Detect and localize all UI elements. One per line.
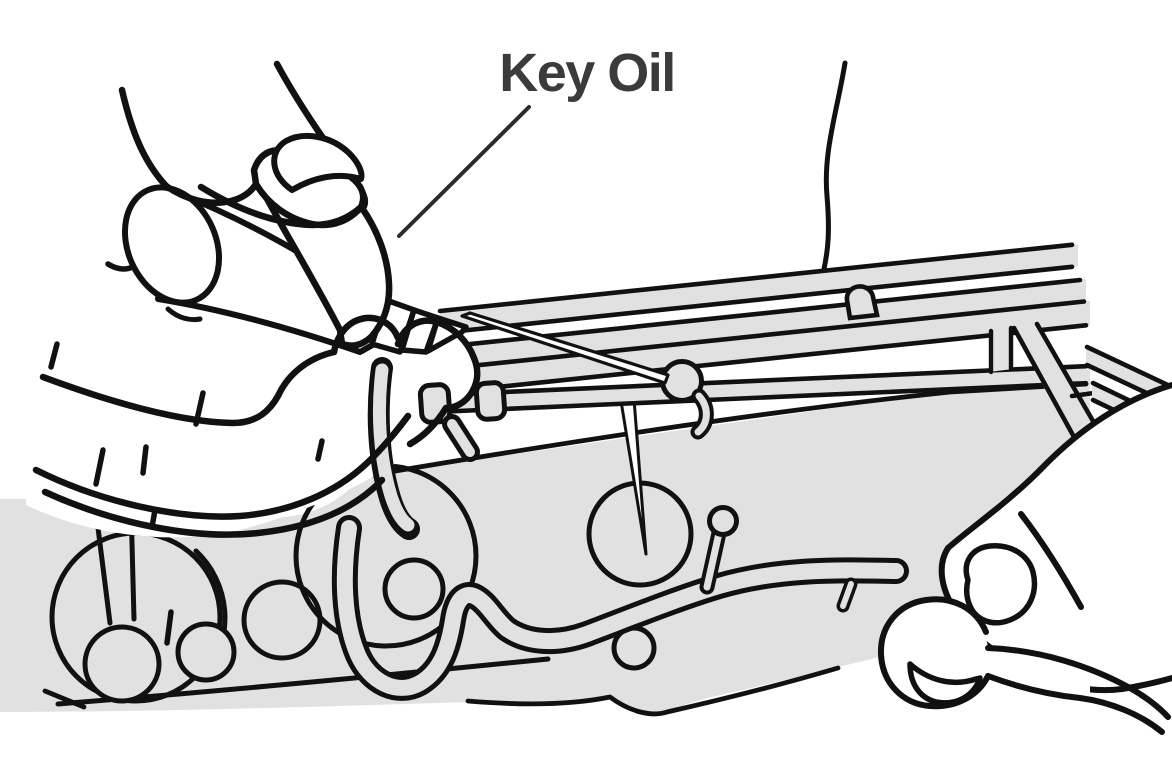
fingernail bbox=[271, 132, 365, 193]
rod-edge bbox=[437, 242, 1075, 314]
rod-dome-post bbox=[844, 284, 880, 321]
finger-separation bbox=[1018, 511, 1084, 610]
holding-hand bbox=[32, 60, 481, 646]
bottle-base bbox=[121, 184, 223, 306]
background-wrist-line bbox=[821, 60, 848, 272]
bottle-base-tick bbox=[165, 306, 203, 323]
key-oil-label: Key Oil bbox=[499, 43, 675, 103]
rod-edge bbox=[437, 264, 1075, 336]
rod-fill bbox=[385, 279, 1086, 375]
lower-finger-edge bbox=[985, 673, 1165, 735]
pearl-button bbox=[82, 624, 162, 704]
pivot-rod-edge bbox=[342, 380, 1089, 419]
knuckle-bump bbox=[330, 314, 402, 356]
lower-fingernail bbox=[907, 661, 983, 706]
brace-edge bbox=[1034, 321, 1100, 431]
skin-crease bbox=[140, 444, 149, 476]
ball-post-stem bbox=[703, 529, 723, 591]
skin-creases bbox=[48, 261, 325, 646]
skin-crease bbox=[149, 507, 158, 530]
rod-fill bbox=[440, 244, 1078, 334]
pivot-rod-fill bbox=[345, 366, 1090, 416]
body-top-edge bbox=[357, 381, 1089, 480]
skin-crease bbox=[105, 261, 133, 272]
rod-collar bbox=[473, 380, 508, 422]
knuckle-bump bbox=[394, 317, 481, 412]
brace-stub bbox=[1069, 390, 1097, 399]
finger-edge bbox=[118, 86, 172, 192]
guard-tube-body bbox=[336, 520, 904, 696]
body-bottom-edge bbox=[465, 665, 841, 717]
left-keywork bbox=[49, 502, 551, 707]
brace-edge bbox=[1011, 325, 1077, 440]
supporting-hand bbox=[877, 382, 1172, 735]
strap-key-body bbox=[372, 363, 415, 532]
support-post-fill bbox=[989, 328, 1013, 372]
thumb-tip-edge bbox=[406, 404, 450, 448]
upper-fingernail bbox=[963, 543, 1038, 626]
strap-key bbox=[367, 357, 420, 540]
palm-edge bbox=[32, 412, 412, 520]
palm-edge bbox=[39, 348, 338, 427]
skin-crease bbox=[48, 341, 60, 370]
skin-crease bbox=[164, 609, 174, 646]
pearl-button bbox=[175, 621, 237, 683]
palm-edge bbox=[41, 476, 386, 538]
pearl-button-center bbox=[382, 557, 446, 621]
skin-crease bbox=[93, 447, 106, 487]
key-arm-line bbox=[93, 509, 113, 626]
lower-finger-edge bbox=[985, 645, 1171, 720]
small-post bbox=[840, 581, 854, 609]
pivot-rod-edge bbox=[397, 363, 1089, 399]
pearl-button bbox=[241, 579, 323, 661]
rod-fill bbox=[345, 300, 1090, 404]
right-band-edge bbox=[1084, 344, 1172, 390]
fingertip-crease bbox=[197, 183, 365, 229]
ball-post-head bbox=[707, 505, 739, 537]
bottle-tip-cone bbox=[425, 315, 469, 354]
skin-crease bbox=[315, 438, 325, 462]
skin-crease bbox=[193, 390, 206, 427]
pivot-hook bbox=[694, 392, 710, 436]
rod-clamp bbox=[447, 419, 475, 457]
leader-line bbox=[397, 105, 531, 238]
upper-finger-edge bbox=[945, 382, 1172, 551]
brace-fill bbox=[1012, 323, 1098, 440]
annotation: Key Oil bbox=[397, 43, 676, 238]
center-keywork bbox=[293, 397, 909, 701]
oil-needle bbox=[460, 311, 670, 385]
rod-edge bbox=[382, 277, 1083, 356]
rod-edge bbox=[382, 299, 1087, 378]
